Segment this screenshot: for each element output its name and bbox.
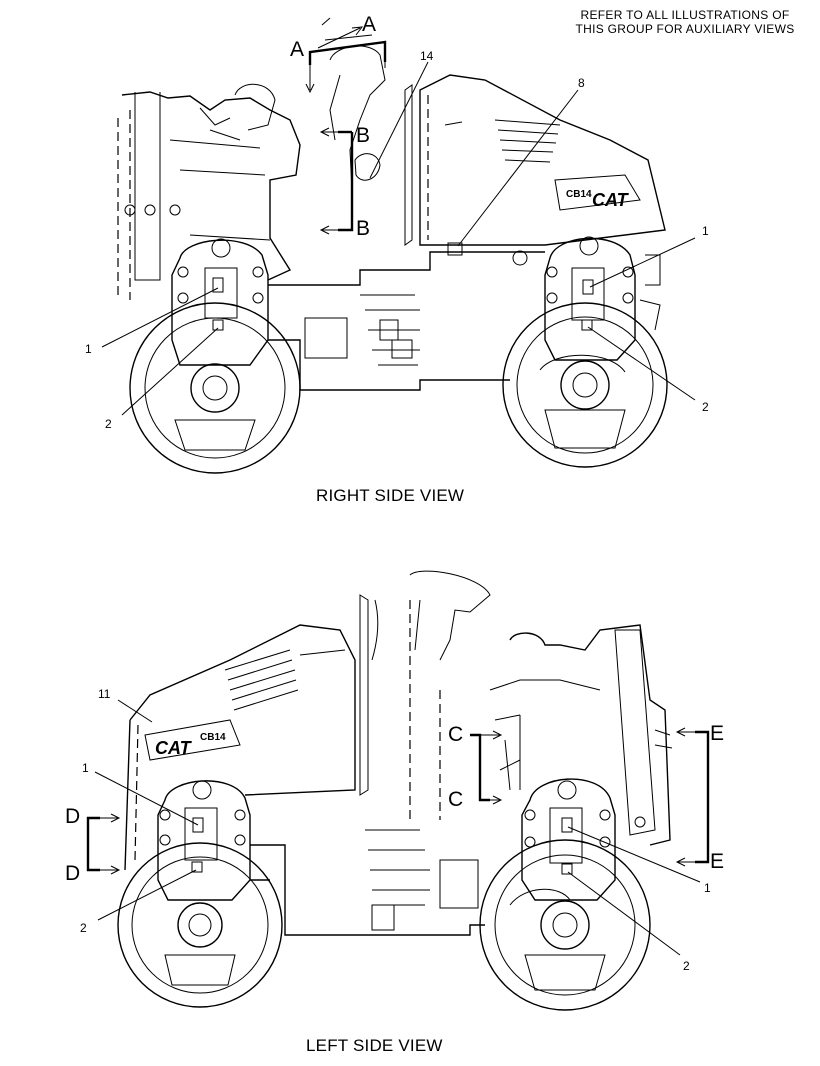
right-view-cat-decal: CB14 CAT [554, 174, 641, 211]
left-view-decal-brand: CAT [155, 738, 193, 758]
left-view-rear-drum [117, 842, 283, 1008]
left-view-frame [250, 844, 485, 936]
left-view-steering-column [359, 570, 491, 796]
right-view-section-a [305, 26, 387, 94]
right-view-callout-8: 8 [578, 76, 585, 90]
left-view-callout-2-rear: 2 [80, 921, 87, 935]
left-view-front-drum [479, 839, 651, 1011]
left-view-section-d [86, 813, 121, 875]
right-view-front-yoke [544, 237, 636, 361]
right-view-rear-yoke [171, 239, 269, 366]
right-view-steering-column [329, 45, 386, 191]
left-view-section-e [675, 727, 710, 867]
right-view-leaders [101, 61, 696, 416]
left-view-callout-11: 11 [98, 687, 111, 701]
right-view-decal-brand: CAT [592, 190, 630, 210]
left-view-rear-hood [124, 624, 356, 871]
right-view-letter-a-left: A [290, 38, 304, 61]
left-view-letter-d-bottom: D [65, 862, 80, 885]
left-view-rear-yoke [157, 780, 251, 901]
refer-note-line-2: THIS GROUP FOR AUXILIARY VIEWS [575, 22, 795, 36]
right-view-callout-14: 14 [420, 49, 434, 63]
left-view-callout-1-rear: 1 [82, 761, 89, 775]
left-view-letter-d-top: D [65, 805, 80, 828]
left-view-leaders [94, 699, 701, 956]
left-view-decal-2-front [561, 863, 573, 875]
left-view-callout-2-front: 2 [683, 959, 690, 973]
right-view-decal-1-rear [212, 277, 224, 293]
right-view-decal-1-front [582, 279, 594, 295]
left-view-engine-section [509, 624, 671, 846]
right-view-letter-b-top: B [356, 124, 370, 147]
right-view-decal-model: CB14 [566, 189, 592, 200]
right-view-callout-2-front: 2 [702, 400, 709, 414]
right-view-callout-1-rear: 1 [85, 342, 92, 356]
left-view-letter-e-top: E [710, 722, 724, 745]
right-view-letter-b-bottom: B [356, 217, 370, 240]
left-view-letter-c-bottom: C [448, 788, 463, 811]
left-view-letter-c-top: C [448, 723, 463, 746]
refer-note-line-1: REFER TO ALL ILLUSTRATIONS OF [580, 8, 790, 22]
right-view-callout-1-front: 1 [702, 224, 709, 238]
left-view-callout-1-front: 1 [704, 881, 711, 895]
left-view-cat-decal: CAT CB14 [144, 719, 241, 761]
left-side-view: CAT CB14 [65, 570, 724, 1011]
right-view-decal-2-front [581, 319, 593, 331]
right-side-view: CB14 CAT [85, 13, 709, 474]
left-view-front-yoke [521, 778, 616, 901]
left-view-letter-e-bottom: E [710, 850, 724, 873]
left-view-decal-model: CB14 [200, 732, 226, 743]
right-view-front-drum [502, 302, 668, 468]
right-side-view-caption: RIGHT SIDE VIEW [316, 486, 465, 505]
right-view-letter-a-top: A [362, 13, 376, 36]
left-view-section-c [439, 690, 503, 820]
left-view-decal-1-front [561, 817, 573, 833]
right-view-frame [268, 251, 545, 391]
right-view-section-b [319, 127, 354, 235]
left-view-decal-2-rear [191, 861, 203, 873]
right-view-engine-housing [121, 91, 301, 281]
right-view-callout-2-rear: 2 [105, 417, 112, 431]
right-view-rear-drum [129, 302, 301, 474]
refer-note: REFER TO ALL ILLUSTRATIONS OF THIS GROUP… [560, 8, 810, 36]
right-view-decal-2-rear [212, 319, 224, 331]
left-view-decal-1-rear [192, 817, 204, 833]
right-view-rear-plate [204, 267, 238, 319]
left-side-view-caption: LEFT SIDE VIEW [306, 1036, 443, 1055]
right-view-front-hood [419, 74, 666, 246]
